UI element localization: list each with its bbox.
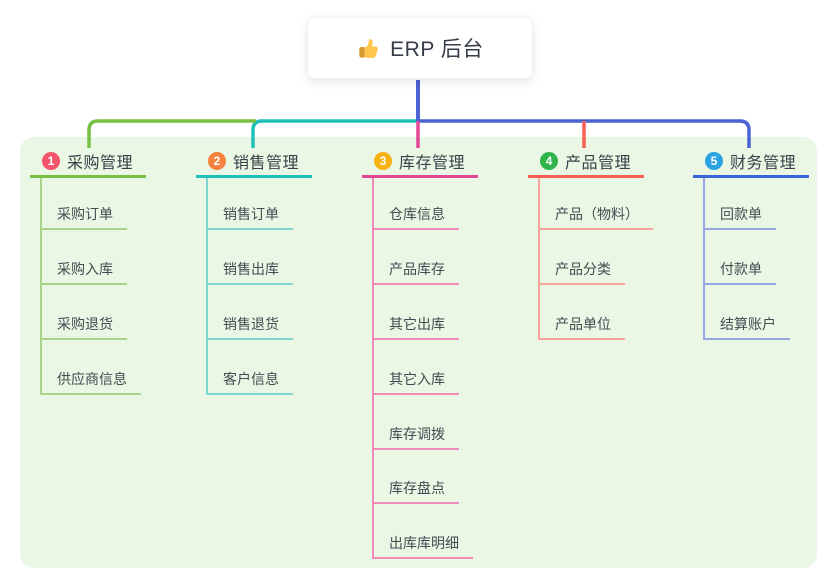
branch-label: 产品管理 xyxy=(565,155,632,172)
branch-label: 采购管理 xyxy=(67,155,134,172)
child-node[interactable]: 库存盘点 xyxy=(372,470,459,504)
child-node[interactable]: 产品单位 xyxy=(538,306,625,340)
branch-spine-line xyxy=(206,178,208,395)
child-node[interactable]: 结算账户 xyxy=(703,306,790,340)
child-node[interactable]: 采购退货 xyxy=(40,306,127,340)
branch-title[interactable]: 5 财务管理 xyxy=(693,147,809,178)
root-node[interactable]: ERP 后台 xyxy=(307,17,533,79)
child-node[interactable]: 仓库信息 xyxy=(372,196,459,230)
child-node[interactable]: 产品分类 xyxy=(538,251,625,285)
child-node[interactable]: 供应商信息 xyxy=(40,361,141,395)
child-node[interactable]: 采购入库 xyxy=(40,251,127,285)
child-node[interactable]: 库存调拨 xyxy=(372,416,459,450)
branch-index-badge: 1 xyxy=(42,152,60,170)
mindmap-panel xyxy=(20,137,817,568)
branch-spine-line xyxy=(538,178,540,340)
branch-label: 库存管理 xyxy=(399,155,466,172)
child-node[interactable]: 产品（物料） xyxy=(538,196,653,230)
child-node[interactable]: 销售退货 xyxy=(206,306,293,340)
branch-spine-line xyxy=(372,178,374,559)
branch-label: 销售管理 xyxy=(233,155,300,172)
branch-label: 财务管理 xyxy=(730,155,797,172)
branch-title[interactable]: 1 采购管理 xyxy=(30,147,146,178)
child-node[interactable]: 回款单 xyxy=(703,196,776,230)
child-node[interactable]: 销售订单 xyxy=(206,196,293,230)
child-node[interactable]: 产品库存 xyxy=(372,251,459,285)
child-node[interactable]: 客户信息 xyxy=(206,361,293,395)
branch-title[interactable]: 2 销售管理 xyxy=(196,147,312,178)
child-node[interactable]: 付款单 xyxy=(703,251,776,285)
branch-spine-line xyxy=(703,178,705,340)
root-label: ERP 后台 xyxy=(390,38,484,61)
child-node[interactable]: 销售出库 xyxy=(206,251,293,285)
branch-title[interactable]: 4 产品管理 xyxy=(528,147,644,178)
child-node[interactable]: 其它出库 xyxy=(372,306,459,340)
branch-index-badge: 3 xyxy=(374,152,392,170)
branch-title[interactable]: 3 库存管理 xyxy=(362,147,478,178)
branch-index-badge: 4 xyxy=(540,152,558,170)
child-node[interactable]: 其它入库 xyxy=(372,361,459,395)
branch-spine-line xyxy=(40,178,42,395)
child-node[interactable]: 采购订单 xyxy=(40,196,127,230)
thumbs-up-icon xyxy=(356,36,380,60)
branch-index-badge: 5 xyxy=(705,152,723,170)
branch-index-badge: 2 xyxy=(208,152,226,170)
child-node[interactable]: 出库库明细 xyxy=(372,525,473,559)
